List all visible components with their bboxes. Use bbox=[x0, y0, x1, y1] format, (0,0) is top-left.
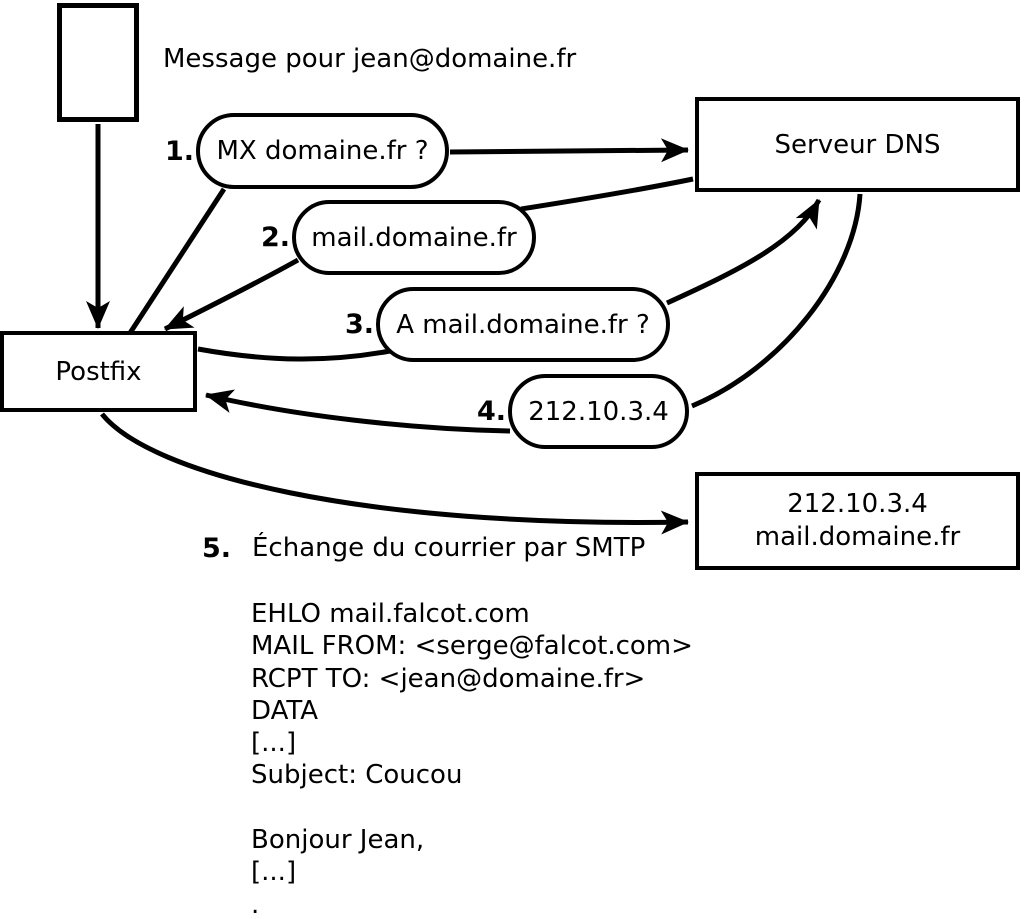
step-4-label: 212.10.3.4 bbox=[528, 396, 669, 427]
mail-server-hostname: mail.domaine.fr bbox=[754, 522, 961, 552]
step-1: 1. MX domaine.fr ? bbox=[156, 113, 449, 189]
step-3: 3. A mail.domaine.fr ? bbox=[336, 287, 670, 362]
step-4-number: 4. bbox=[476, 396, 506, 427]
mail-server-ip: 212.10.3.4 bbox=[787, 489, 928, 519]
arrow-pill4-to-postfix bbox=[205, 389, 511, 434]
step-4: 4. 212.10.3.4 bbox=[468, 374, 689, 449]
dns-server-label: Serveur DNS bbox=[774, 129, 941, 160]
postfix-box: Postfix bbox=[0, 331, 197, 412]
line-postfix-to-pill1 bbox=[127, 187, 227, 335]
step-4-pill: 212.10.3.4 bbox=[508, 374, 689, 449]
smtp-line-ellipsis-2: [...] bbox=[251, 857, 297, 888]
smtp-line-subject: Subject: Coucou bbox=[251, 760, 463, 791]
smtp-line-blank bbox=[251, 792, 693, 824]
mail-server-box: 212.10.3.4 mail.domaine.fr bbox=[695, 472, 1020, 570]
step-1-pill: MX domaine.fr ? bbox=[196, 113, 449, 189]
step-1-number: 1. bbox=[164, 135, 194, 167]
arrow-pill1-to-dns bbox=[449, 138, 689, 163]
arrow-pill2-to-postfix bbox=[163, 257, 300, 332]
step-1-label: MX domaine.fr ? bbox=[216, 136, 429, 166]
step-5: 5. Échange du courrier par SMTP bbox=[193, 530, 645, 566]
smtp-line-greeting: Bonjour Jean, bbox=[251, 825, 425, 856]
step-2: 2. mail.domaine.fr bbox=[252, 200, 536, 275]
arrow-pill3-to-dns bbox=[665, 198, 822, 306]
step-3-pill: A mail.domaine.fr ? bbox=[376, 287, 670, 362]
step-2-pill: mail.domaine.fr bbox=[292, 200, 536, 275]
arrow-postfix-to-mailserver bbox=[100, 412, 689, 535]
step-3-label: A mail.domaine.fr ? bbox=[396, 309, 650, 340]
step-2-label: mail.domaine.fr bbox=[311, 222, 517, 253]
line-dns-to-pill2 bbox=[520, 176, 694, 212]
message-label: Message pour jean@domaine.fr bbox=[163, 44, 577, 74]
postfix-label: Postfix bbox=[55, 356, 142, 387]
dns-server-box: Serveur DNS bbox=[695, 97, 1020, 192]
smtp-line-data: DATA bbox=[251, 695, 318, 726]
smtp-line-end-dot: . bbox=[251, 889, 260, 919]
step-5-number: 5. bbox=[201, 532, 231, 564]
step-2-number: 2. bbox=[260, 222, 290, 253]
message-source-box bbox=[57, 3, 139, 122]
smtp-line-ellipsis-1: [...] bbox=[251, 728, 297, 759]
smtp-line-rcpt-to: RCPT TO: <jean@domaine.fr> bbox=[251, 663, 646, 694]
step-5-label: Échange du courrier par SMTP bbox=[252, 533, 646, 563]
line-dns-to-pill4 bbox=[691, 193, 863, 409]
step-3-number: 3. bbox=[344, 309, 374, 340]
smtp-line-ehlo: EHLO mail.falcot.com bbox=[251, 599, 530, 629]
smtp-line-mail-from: MAIL FROM: <serge@falcot.com> bbox=[251, 631, 693, 662]
smtp-session: EHLO mail.falcot.com MAIL FROM: <serge@f… bbox=[251, 598, 693, 919]
line-postfix-to-pill3 bbox=[197, 346, 391, 362]
